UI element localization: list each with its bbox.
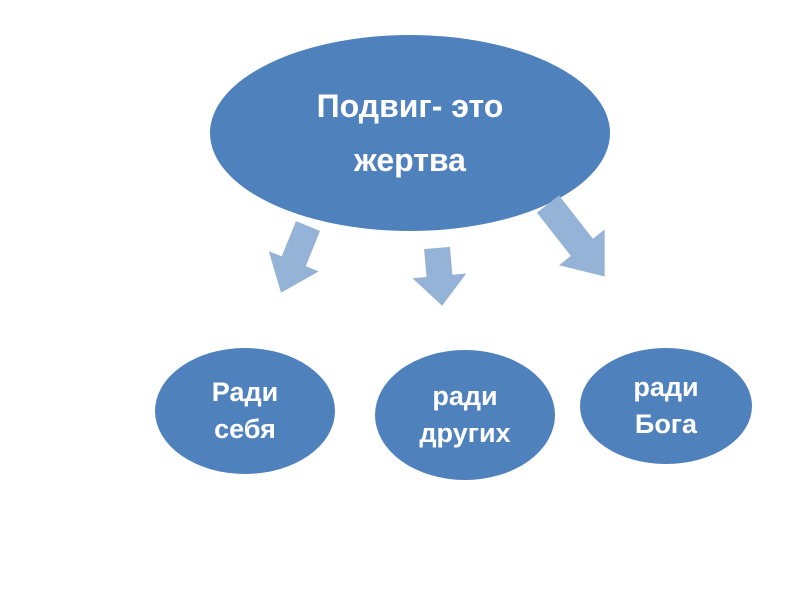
child-others-line2: других	[419, 418, 511, 448]
child-god-line1: ради	[633, 372, 699, 402]
down-left-arrow-icon	[268, 221, 321, 293]
child-ellipse-others: ради других	[375, 350, 555, 480]
root-ellipse-line1: Подвиг- это	[316, 88, 504, 124]
child-ellipse-self: Ради себя	[155, 348, 335, 474]
child-self-line2: себя	[214, 414, 276, 444]
down-arrow-icon	[412, 246, 467, 306]
root-ellipse-line2: жертва	[354, 142, 466, 178]
child-self-line1: Ради	[211, 377, 279, 407]
child-ellipse-god: ради Бога	[580, 348, 752, 464]
root-ellipse: Подвиг- это жертва	[210, 35, 610, 231]
child-god-line2: Бога	[634, 409, 698, 439]
child-others-line1: ради	[432, 381, 498, 411]
